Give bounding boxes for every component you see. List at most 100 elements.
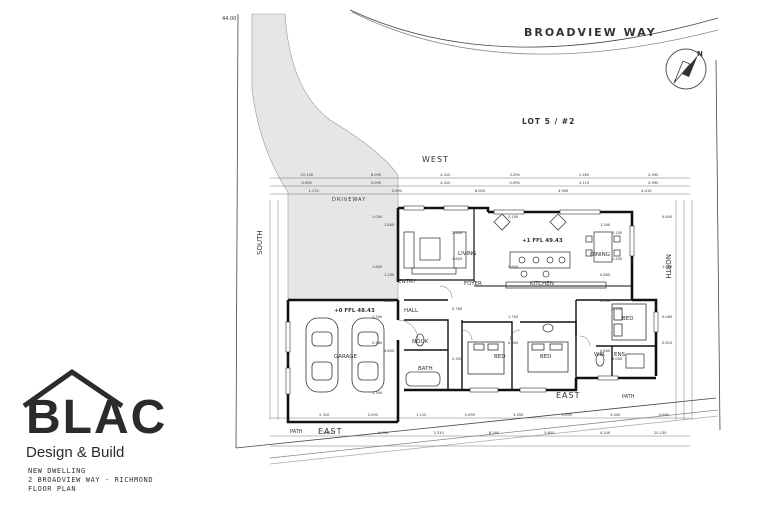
east-label-house: EAST <box>556 391 581 400</box>
dimension-value: 5.580 <box>372 341 383 345</box>
title-line-1: NEW DWELLING <box>28 467 86 475</box>
dimension-value: 2.200 <box>612 307 623 311</box>
dimension-value: 0.810 <box>662 341 673 345</box>
dimension-value: 4.415 <box>641 189 651 193</box>
dimension-value: 1.260 <box>579 173 590 177</box>
room-dining: DINING <box>590 252 610 258</box>
dimension-value: 4.900 <box>558 189 569 193</box>
lot-label: LOT 5 / #2 <box>522 117 575 126</box>
driveway-label: DRIVEWAY <box>332 197 366 203</box>
room-bed-2: BED <box>540 354 551 360</box>
dimension-value: 0.090 <box>368 413 379 417</box>
west-label: WEST <box>422 155 449 164</box>
north-arrow-icon: N <box>665 48 707 90</box>
svg-text:N: N <box>697 50 703 58</box>
level-upper: +1 FFL 49.43 <box>522 238 563 244</box>
title-line-3: FLOOR PLAN <box>28 485 77 493</box>
dimension-value: 6.000 <box>475 189 486 193</box>
dimension-value: 8.180 <box>489 431 500 435</box>
dimension-value: 1.300 <box>372 391 383 395</box>
kitchen-island <box>505 251 607 289</box>
dimension-value: 0.090 <box>659 413 670 417</box>
dimension-value: 0.090 <box>378 431 389 435</box>
room-bath: BATH <box>418 366 433 372</box>
room-ens: ENS <box>614 352 626 358</box>
roof-icon <box>22 368 124 408</box>
room-nook: NOOK <box>412 339 429 345</box>
dimension-value: 1.800 <box>662 265 673 269</box>
dimension-value: 1.110 <box>416 413 427 417</box>
dimension-value: 3.110 <box>579 181 590 185</box>
title-line-2: 2 BROADVIEW WAY - RICHMOND <box>28 476 154 484</box>
dimension-value: 0.090 <box>648 181 659 185</box>
dimension-lines <box>269 177 693 447</box>
room-kitchen: KITCHEN <box>530 281 554 287</box>
dimension-value: 3.050 <box>513 413 524 417</box>
bath-fixtures <box>405 323 645 387</box>
dimension-value: 4.100 <box>600 431 611 435</box>
south-label: SOUTH <box>256 230 264 255</box>
beds <box>467 303 647 375</box>
site-boundary <box>235 9 721 465</box>
path-label-right: PATH <box>622 394 635 400</box>
room-garage: GARAGE <box>334 354 358 360</box>
dimension-value: 20.130 <box>300 173 313 177</box>
dining-table <box>585 231 621 263</box>
dimension-value: 1.700 <box>508 315 519 319</box>
dimension-value: 0.800 <box>600 273 611 277</box>
north-label: NORTH <box>664 254 672 279</box>
dimension-value: 5.800 <box>544 431 555 435</box>
dimension-value: 0.760 <box>452 307 463 311</box>
dimension-value: 1.300 <box>600 223 611 227</box>
dimension-value: 2.310 <box>433 431 444 435</box>
dimension-value: 6.000 <box>612 357 623 361</box>
dimension-value: 3.290 <box>510 173 521 177</box>
path-label-left: PATH <box>290 429 303 435</box>
windows <box>285 205 659 395</box>
dimension-value: 0.090 <box>648 173 659 177</box>
dimension-value: 0.090 <box>371 181 382 185</box>
dimension-value: 4.410 <box>440 181 451 185</box>
dimension-value: 5.060 <box>662 315 673 319</box>
dimension-value: 2.400 <box>612 257 623 261</box>
room-bed-1: BED <box>494 354 505 360</box>
room-bed-3: BED <box>622 316 633 322</box>
title-block: NEW DWELLING 2 BROADVIEW WAY - RICHMOND … <box>28 467 153 494</box>
dimension-value: 20.130 <box>654 431 667 435</box>
brand-name: BLAC <box>26 391 168 444</box>
dimension-value: 2.300 <box>452 357 463 361</box>
dimension-value: 1.800 <box>384 223 395 227</box>
dimension-value: 2.310 <box>323 431 334 435</box>
dimension-value: 4.800 <box>384 349 395 353</box>
dimension-value: 0.090 <box>562 413 573 417</box>
dimension-value: 4.900 <box>302 181 313 185</box>
dimension-value: 4.410 <box>440 173 451 177</box>
room-living: LIVING <box>458 251 476 257</box>
dimension-value: 1.600 <box>452 257 463 261</box>
dimension-value: 1.300 <box>372 315 383 319</box>
dimension-value: 1.800 <box>372 265 383 269</box>
dimension-value: 6.090 <box>371 173 382 177</box>
dimension-value: 2.310 <box>319 413 330 417</box>
lounge-chairs <box>493 213 567 231</box>
door-swings <box>397 285 591 347</box>
dimension-value: 1.800 <box>384 299 395 303</box>
dimensions-top: 20.130 6.090 4.410 3.290 1.260 0.090 4.900 0.09… <box>300 173 659 193</box>
level-lower: +0 FFL 48.43 <box>334 308 375 314</box>
dimension-value: 0.800 <box>600 349 611 353</box>
brand-tagline: Design & Build <box>26 444 125 461</box>
driveway-area <box>251 13 399 301</box>
dimension-value: 2.100 <box>612 231 623 235</box>
dimension-value: 0.800 <box>508 341 519 345</box>
east-label-garage: EAST <box>318 427 343 436</box>
dimension-value: 3.040 <box>610 413 621 417</box>
dimension-value: 2.100 <box>508 215 519 219</box>
room-foyer: FOYER <box>464 281 482 287</box>
room-wir: WIR <box>594 352 605 358</box>
dimension-value: 0.090 <box>510 181 521 185</box>
dimension-value: 0.090 <box>392 189 403 193</box>
room-hall: HALL <box>404 308 419 314</box>
dimension-value: 0.090 <box>465 413 476 417</box>
dimension-value: 1.000 <box>372 215 383 219</box>
